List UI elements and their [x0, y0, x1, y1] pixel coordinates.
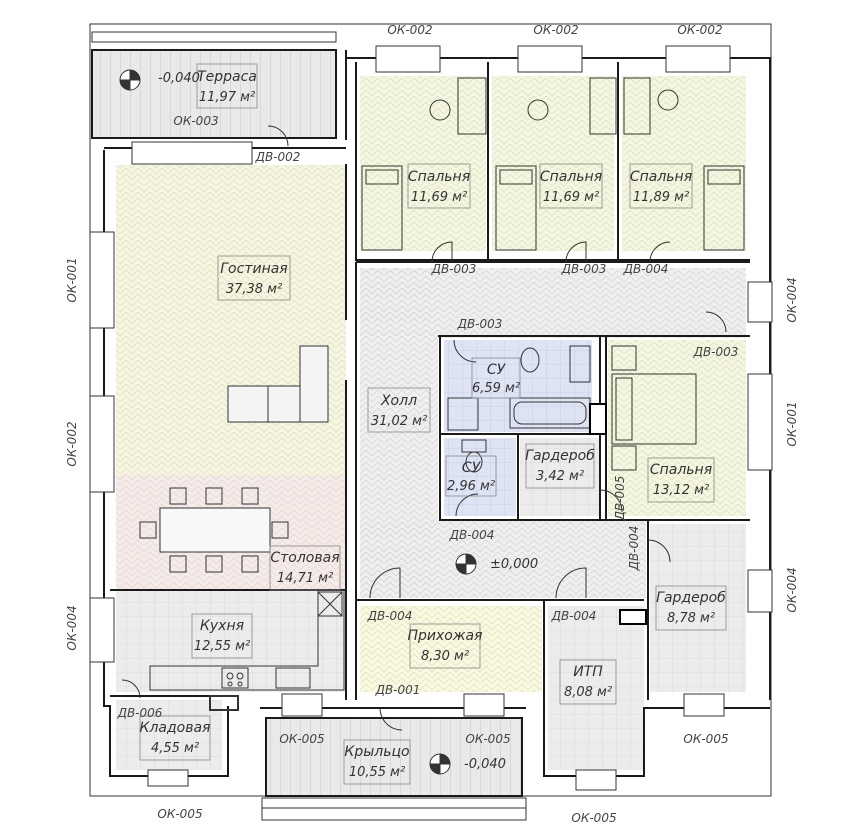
dining-name: Столовая	[270, 550, 339, 566]
bedroom-3-name: Спальня	[630, 169, 692, 185]
terrace-name: Терраса	[197, 69, 257, 85]
hall-area: 31,02 м²	[371, 414, 427, 429]
bedroom-3-area: 11,89 м²	[633, 190, 689, 205]
window-tag: ОК-002	[387, 23, 432, 37]
pantry-area: 4,55 м²	[151, 741, 199, 756]
door-tag: ДВ-003	[561, 262, 607, 276]
door-tag: ДВ-003	[693, 345, 739, 359]
bathroom-2-area: 2,96 м²	[447, 479, 495, 494]
bathroom-1-area: 6,59 м²	[472, 381, 520, 396]
window-tag: ОК-004	[785, 277, 799, 322]
pantry-name: Кладовая	[140, 720, 211, 736]
door-tag: ДВ-005	[613, 476, 627, 522]
bathroom-2-name: СУ	[462, 460, 482, 476]
window-tag: ОК-004	[785, 567, 799, 612]
dining-table	[139, 487, 289, 573]
sofa	[227, 345, 329, 423]
bedroom-4-name: Спальня	[650, 462, 712, 478]
hall-level: ±0,000	[490, 557, 538, 572]
window-tag: ОК-002	[533, 23, 578, 37]
window-tag: ОК-002	[65, 421, 79, 466]
bedroom-1-area: 11,69 м²	[411, 190, 467, 205]
door-tag: ДВ-004	[623, 262, 669, 276]
itp-area: 8,08 м²	[564, 685, 612, 700]
bedroom-2-area: 11,69 м²	[543, 190, 599, 205]
kitchen-area: 12,55 м²	[194, 639, 250, 654]
bedroom-1-name: Спальня	[408, 169, 470, 185]
terrace-level: -0,040	[158, 71, 200, 86]
bedroom-2-name: Спальня	[540, 169, 602, 185]
terrace-area: 11,97 м²	[199, 90, 255, 105]
bedroom-furniture	[361, 77, 745, 471]
porch-level: -0,040	[464, 757, 506, 772]
doors	[121, 125, 727, 731]
room-labels	[139, 63, 727, 785]
window-tag: ОК-002	[677, 23, 722, 37]
door-tag: ДВ-002	[255, 150, 301, 164]
level-markers	[119, 69, 477, 775]
door-tag: ДВ-006	[117, 706, 163, 720]
closet-2-area: 8,78 м²	[667, 611, 715, 626]
bedroom-4-area: 13,12 м²	[653, 483, 709, 498]
porch-area: 10,55 м²	[349, 765, 405, 780]
living-room-area: 37,38 м²	[226, 282, 282, 297]
closet-1-name: Гардероб	[525, 448, 595, 464]
door-tag: ДВ-001	[375, 683, 421, 697]
door-tag: ДВ-003	[457, 317, 503, 331]
itp-name: ИТП	[573, 664, 603, 680]
windows	[89, 45, 773, 791]
closet-1-area: 3,42 м²	[536, 469, 584, 484]
closet-2-name: Гардероб	[656, 590, 726, 606]
hall-name: Холл	[380, 393, 417, 409]
entry-name: Прихожая	[408, 628, 483, 644]
window-tag: ОК-003	[173, 114, 218, 128]
dining-area: 14,71 м²	[277, 571, 333, 586]
window-tag: ОК-005	[465, 732, 510, 746]
bathroom-1-name: СУ	[487, 362, 507, 378]
window-tag: ОК-005	[279, 732, 324, 746]
window-tag: ОК-005	[571, 811, 616, 825]
window-tag: ОК-005	[157, 807, 202, 821]
porch-name: Крыльцо	[344, 744, 409, 760]
door-tag: ДВ-004	[627, 526, 641, 572]
window-tag: ОК-001	[785, 401, 799, 446]
door-tag: ДВ-004	[551, 609, 597, 623]
door-tag: ДВ-004	[449, 528, 495, 542]
window-tag: ОК-004	[65, 605, 79, 650]
kitchen-name: Кухня	[200, 618, 244, 634]
door-tag: ДВ-004	[367, 609, 413, 623]
window-tag: ОК-001	[65, 257, 79, 302]
door-tag: ДВ-003	[431, 262, 477, 276]
window-tag: ОК-005	[683, 732, 728, 746]
kitchen-counter	[149, 589, 345, 711]
entry-area: 8,30 м²	[421, 649, 469, 664]
living-room-name: Гостиная	[220, 261, 287, 277]
bathroom-fixtures	[447, 345, 591, 473]
